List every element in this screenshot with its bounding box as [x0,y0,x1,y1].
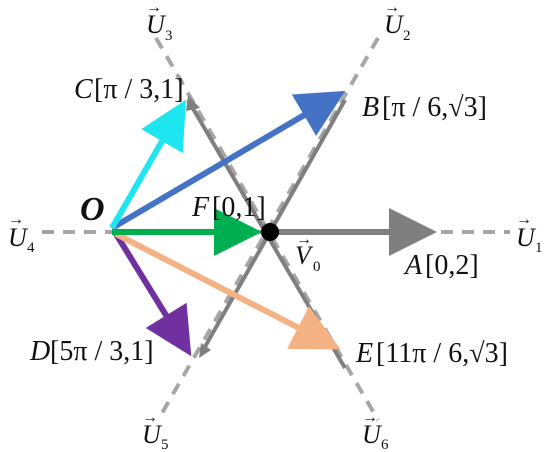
hex-arrowhead-top [186,95,200,111]
axis-u4-sub: 4 [27,240,35,256]
axis-u3-letter: U [146,10,167,39]
point-a-coords: [0,2] [425,250,479,281]
point-label-b: B [π / 6,√3] [362,92,487,123]
center-point-letter: V [295,241,314,270]
point-e-letter: E [355,338,373,369]
axis-u2-letter: U [384,10,405,39]
hex-arrowhead-bottom [199,343,211,358]
point-c-letter: C [74,74,93,105]
axis-u4-letter: U [8,223,29,252]
axis-label-u5: U 5 → [142,409,169,452]
axis-u6-arrow: → [362,409,378,426]
point-a-letter: A [403,250,423,281]
center-dot [261,223,279,241]
axis-u2-arrow: → [384,0,400,16]
point-c-coords: [π / 3,1] [94,74,184,105]
point-label-e: E [11π / 6,√3] [355,338,508,369]
axis-labels: U 1 → U 2 → U 3 → U 4 → U 5 → U 6 → [8,0,543,452]
point-e-coords: [11π / 6,√3] [376,338,508,369]
axis-u3-sub: 3 [165,28,173,44]
point-d-coords: [5π / 3,1] [50,336,154,367]
axis-label-u3: U 3 → [146,0,173,44]
point-labels: A [0,2] B [π / 6,√3] C [π / 3,1] D [5π /… [29,74,508,369]
point-label-f: F [0,1] [191,192,266,223]
vector-d [113,232,192,357]
center-point-sub: 0 [313,259,321,275]
vector-b [110,90,346,231]
vectors [109,90,437,357]
point-b-letter: B [362,92,379,123]
vector-e [114,231,341,350]
axis-label-u2: U 2 → [384,0,411,44]
point-f-letter: F [191,192,210,223]
axis-u1-sub: 1 [535,240,543,256]
origin-label: O [80,191,105,228]
vector-c [109,99,186,230]
axis-u5-letter: U [142,420,163,449]
axis-u2-sub: 2 [403,28,411,44]
point-label-a: A [0,2] [403,250,479,281]
axis-u6-sub: 6 [381,437,389,452]
axis-u3-arrow: → [146,0,162,16]
point-d-letter: D [29,336,50,367]
point-b-coords: [π / 6,√3] [382,92,487,123]
point-f-coords: [0,1] [212,192,266,223]
point-label-c: C [π / 3,1] [74,74,184,105]
axis-u1-letter: U [516,223,537,252]
axis-label-u6: U 6 → [362,409,389,452]
axis-u6-letter: U [362,420,383,449]
axis-label-u4: U 4 → [8,211,35,256]
axis-u4-arrow: → [8,211,24,228]
axis-u5-arrow: → [142,409,158,426]
axis-label-u1: U 1 → [516,211,543,256]
point-label-d: D [5π / 3,1] [29,336,154,367]
axis-u1-arrow: → [516,211,532,228]
center-point-arrow: → [296,231,312,248]
center-point-label: V 0 → [295,231,321,275]
axis-u5-sub: 5 [161,437,169,452]
